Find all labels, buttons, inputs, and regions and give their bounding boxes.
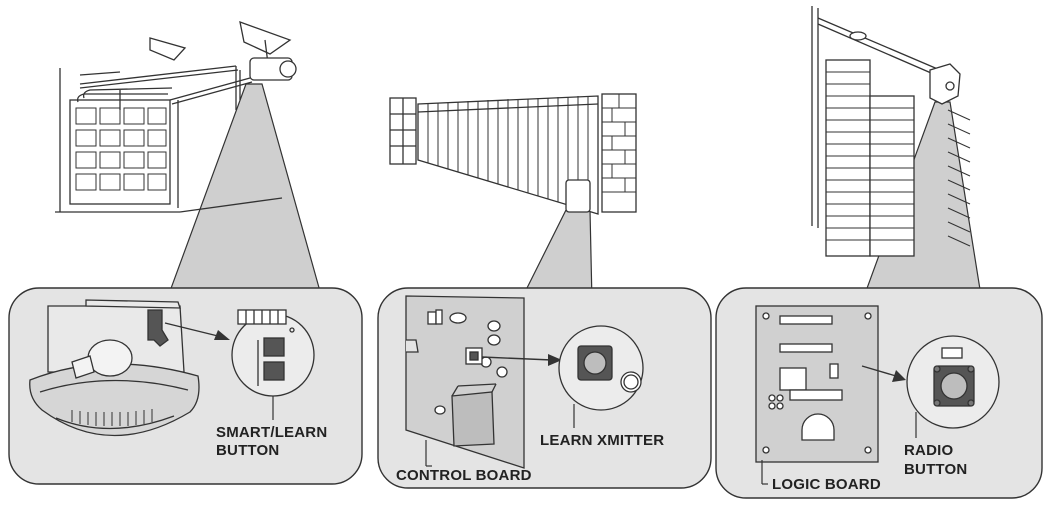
label-logic-board: LOGIC BOARD <box>772 476 881 493</box>
panel-garage: SMART/LEARN BUTTON <box>8 287 363 485</box>
callout-arrow <box>861 365 897 377</box>
opener-unit-illustration <box>29 299 200 437</box>
callout-arrow <box>164 322 223 338</box>
label-radio: RADIO <box>904 442 953 459</box>
arrow-head <box>214 330 230 340</box>
label-button: BUTTON <box>216 442 279 459</box>
zoom-circle-radio-button <box>906 335 1000 429</box>
panel-jackshaft: RADIO BUTTON LOGIC BOARD <box>715 287 1043 499</box>
zoom-beam-garage <box>165 83 324 303</box>
label-control-board: CONTROL BOARD <box>396 467 532 484</box>
label-learn-xmitter: LEARN XMITTER <box>540 432 664 449</box>
zoom-circle-learn-xmitter <box>558 325 644 411</box>
logic-board-illustration <box>755 305 879 463</box>
callout-arrow <box>481 356 553 361</box>
garage-scene <box>55 20 297 213</box>
panel-gate: LEARN XMITTER CONTROL BOARD <box>377 287 712 489</box>
zoom-circle-smart-learn <box>231 309 315 397</box>
arrow-head <box>548 354 562 366</box>
arrow-head <box>892 370 906 382</box>
label-smart-learn: SMART/LEARN <box>216 424 327 441</box>
label-button: BUTTON <box>904 461 967 478</box>
control-board-illustration <box>405 295 525 469</box>
jackshaft-scene <box>811 6 971 257</box>
gate-scene <box>389 93 637 215</box>
